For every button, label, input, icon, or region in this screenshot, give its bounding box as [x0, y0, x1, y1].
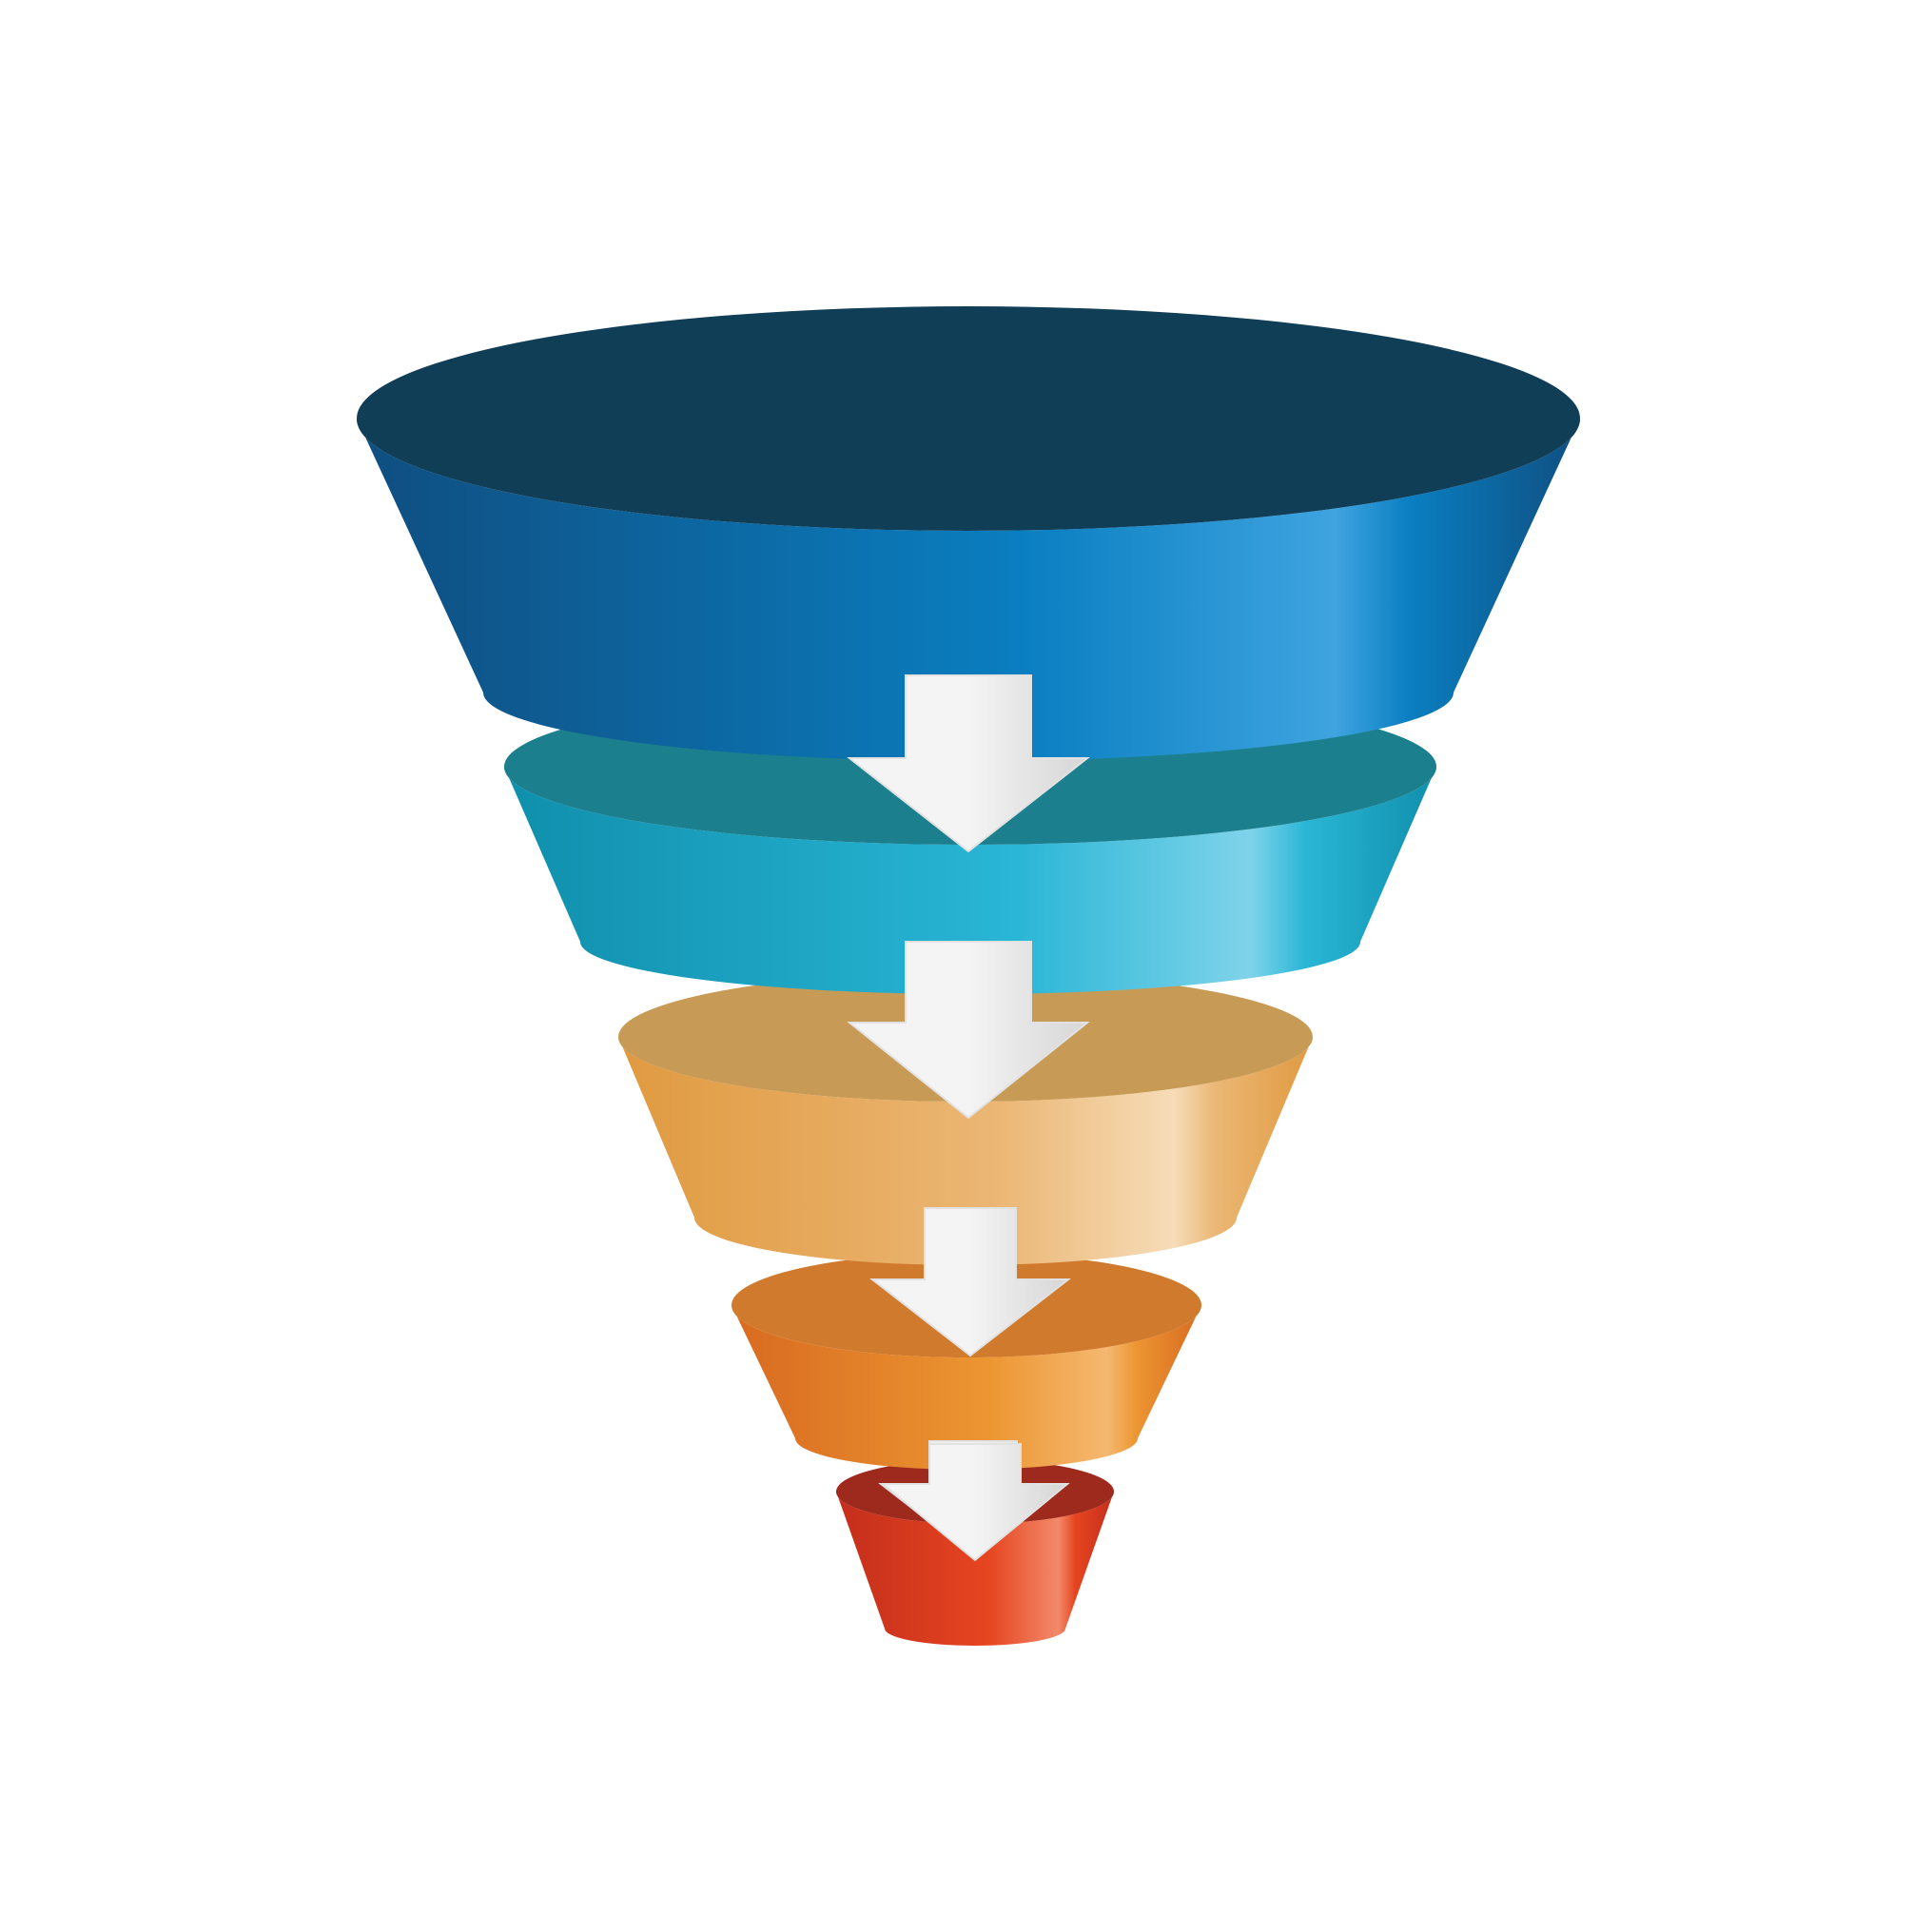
down-arrow-icon — [880, 1443, 1070, 1562]
funnel-stage-side — [836, 1492, 1114, 1646]
down-arrow-icon — [847, 941, 1090, 1120]
funnel-stages — [357, 306, 1580, 1646]
funnel-stage-side — [504, 767, 1436, 994]
funnel-stage-side — [732, 1305, 1201, 1470]
funnel-stage-1 — [357, 306, 1580, 761]
funnel-stage-side — [357, 419, 1580, 761]
funnel-stage-top — [357, 306, 1580, 531]
down-arrow-icon — [869, 1207, 1071, 1357]
down-arrow-icon — [847, 674, 1090, 853]
funnel-arrows — [847, 674, 1090, 1562]
funnel-stage-side — [618, 1037, 1313, 1265]
